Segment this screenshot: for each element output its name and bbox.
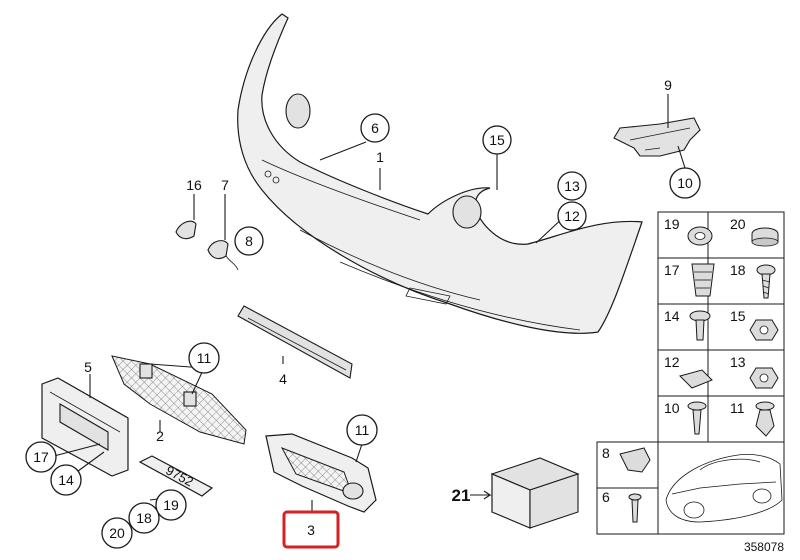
callout-18: 18 [128, 502, 160, 534]
trim-strip-part-4 [237, 305, 353, 379]
grid-label-17: 17 [664, 262, 680, 278]
side-label-6: 6 [602, 489, 610, 505]
grid-label-15: 15 [730, 308, 746, 324]
callout-20: 20 [101, 517, 133, 549]
label-4: 4 [279, 371, 287, 387]
label-9: 9 [664, 77, 672, 93]
callout-11-upper: 11 [188, 342, 220, 374]
label-16: 16 [186, 177, 202, 193]
side-label-8: 8 [602, 445, 610, 461]
grid-label-20: 20 [730, 216, 746, 232]
vehicle-silhouette [657, 441, 785, 535]
svg-text:11: 11 [355, 422, 370, 438]
svg-text:4: 4 [279, 371, 287, 387]
license-plate-part-19: 9752 [138, 455, 214, 497]
callout-19: 19 [155, 489, 187, 521]
svg-text:2: 2 [156, 428, 164, 444]
svg-text:13: 13 [564, 178, 580, 194]
plate-holder-part-5 [41, 377, 129, 477]
kit-box-part-21: 21 [452, 457, 580, 529]
bracket-part-9 [613, 117, 701, 157]
svg-text:6: 6 [371, 120, 379, 136]
svg-text:16: 16 [186, 177, 202, 193]
lower-grille-part-3 [265, 433, 377, 513]
svg-text:19: 19 [163, 497, 179, 513]
svg-text:1: 1 [376, 149, 384, 165]
svg-text:21: 21 [452, 486, 471, 505]
grid-label-19: 19 [664, 216, 680, 232]
svg-text:9: 9 [664, 77, 672, 93]
svg-text:5: 5 [84, 359, 92, 375]
grid-label-13: 13 [730, 354, 746, 370]
bumper-shell [237, 13, 643, 334]
svg-text:20: 20 [109, 525, 125, 541]
label-5: 5 [84, 359, 92, 375]
label-7: 7 [221, 177, 229, 193]
label-2: 2 [156, 428, 164, 444]
svg-text:14: 14 [58, 472, 74, 488]
highlighted-label-3[interactable]: 3 [282, 510, 340, 549]
callout-12: 12 [557, 201, 587, 231]
grid-label-14: 14 [664, 308, 680, 324]
grid-label-12: 12 [664, 354, 680, 370]
tow-hook-cover-part-16 [175, 220, 197, 240]
callout-6: 6 [360, 113, 390, 143]
svg-text:10: 10 [677, 175, 693, 191]
tow-hook-cover-part-7 [207, 240, 239, 271]
callout-11-lower: 11 [346, 414, 378, 446]
svg-text:17: 17 [33, 449, 49, 465]
label-1: 1 [376, 149, 384, 165]
svg-text:18: 18 [136, 510, 152, 526]
callout-13: 13 [557, 171, 587, 201]
side-parts-grid: 8 6 [596, 441, 659, 535]
grid-label-18: 18 [730, 262, 746, 278]
svg-text:7: 7 [221, 177, 229, 193]
callout-15: 15 [482, 125, 512, 155]
callout-14: 14 [50, 464, 82, 496]
diagram-reference-number: 358078 [743, 540, 784, 554]
grid-label-10: 10 [664, 400, 680, 416]
callout-8: 8 [234, 226, 264, 256]
grille-part-2 [111, 355, 247, 445]
callout-17: 17 [25, 441, 57, 473]
svg-text:3: 3 [307, 522, 315, 538]
grid-label-11: 11 [730, 400, 745, 416]
svg-text:8: 8 [245, 233, 253, 249]
svg-text:12: 12 [564, 208, 580, 224]
svg-text:15: 15 [489, 132, 505, 148]
small-parts-grid: 19 20 17 18 14 15 12 13 10 11 [657, 211, 785, 443]
callout-10: 10 [669, 167, 701, 199]
svg-text:11: 11 [197, 350, 212, 366]
